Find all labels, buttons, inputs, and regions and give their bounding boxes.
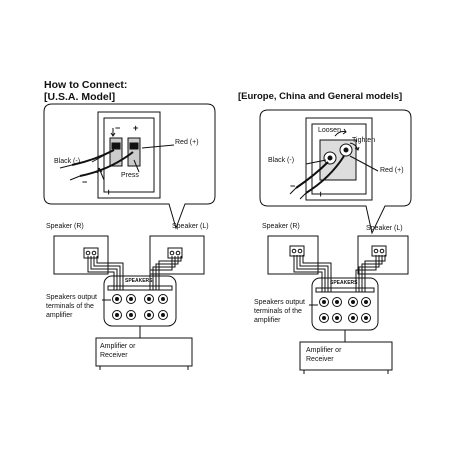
europe-terminal-plate	[305, 117, 373, 201]
usa-minus-top: −	[115, 123, 121, 133]
usa-label-speakers-panel: SPEAKERS	[125, 278, 153, 284]
usa-press-arrow	[98, 167, 105, 181]
usa-plus-top: +	[133, 123, 139, 133]
usa-label-amp-1: Amplifier or	[100, 343, 136, 350]
europe-label-speaker-l: Speaker (L)	[366, 225, 403, 232]
usa-minus-bottom: −	[82, 177, 88, 187]
europe-black-wire	[295, 161, 329, 189]
usa-label-speaker-r: Speaker (R)	[46, 223, 84, 230]
europe-label-red: Red (+)	[380, 167, 404, 174]
europe-label-tighten: Tighten	[352, 137, 376, 144]
europe-label-amp-1: Amplifier or	[306, 347, 342, 354]
usa-amplifier-box	[95, 337, 193, 370]
usa-label-speaker-l: Speaker (L)	[172, 223, 209, 230]
usa-callout-bubble	[43, 103, 216, 230]
usa-red-wire	[79, 151, 134, 177]
europe-label-amp-2: Receiver	[306, 356, 334, 363]
europe-label-terminals-3: amplifier	[254, 317, 281, 324]
usa-label-terminals-2: terminals of the	[46, 303, 94, 310]
europe-label-terminals-2: terminals of the	[254, 308, 302, 315]
usa-label-black: Black (-)	[54, 158, 81, 165]
europe-red-wire	[305, 155, 345, 194]
usa-terminal-plate	[97, 111, 161, 199]
europe-callout-bubble	[259, 109, 412, 235]
usa-title-line1: How to Connect:	[44, 79, 128, 91]
europe-title: [Europe, China and General models]	[238, 91, 403, 102]
usa-label-press: Press	[121, 172, 139, 179]
usa-plus-bottom: +	[106, 187, 112, 197]
usa-title-line2: [U.S.A. Model]	[44, 91, 116, 103]
usa-label-red: Red (+)	[175, 139, 199, 146]
usa-speaker-l	[149, 235, 205, 275]
usa-label-amp-2: Receiver	[100, 352, 128, 359]
europe-label-terminals-1: Speakers output	[254, 299, 305, 306]
europe-label-black: Black (-)	[268, 157, 295, 164]
europe-amplifier-box	[299, 341, 393, 374]
europe-plus: +	[318, 189, 324, 199]
europe-label-loosen: Loosen	[318, 127, 341, 134]
usa-speaker-r	[53, 235, 109, 275]
usa-label-terminals-1: Speakers output	[46, 294, 97, 301]
europe-label-speakers-panel: SPEAKERS	[330, 280, 358, 286]
europe-label-speaker-r: Speaker (R)	[262, 223, 300, 230]
europe-speaker-r	[267, 235, 319, 275]
europe-minus: −	[290, 181, 296, 191]
usa-black-wire	[71, 149, 115, 166]
usa-label-terminals-3: amplifier	[46, 312, 73, 319]
